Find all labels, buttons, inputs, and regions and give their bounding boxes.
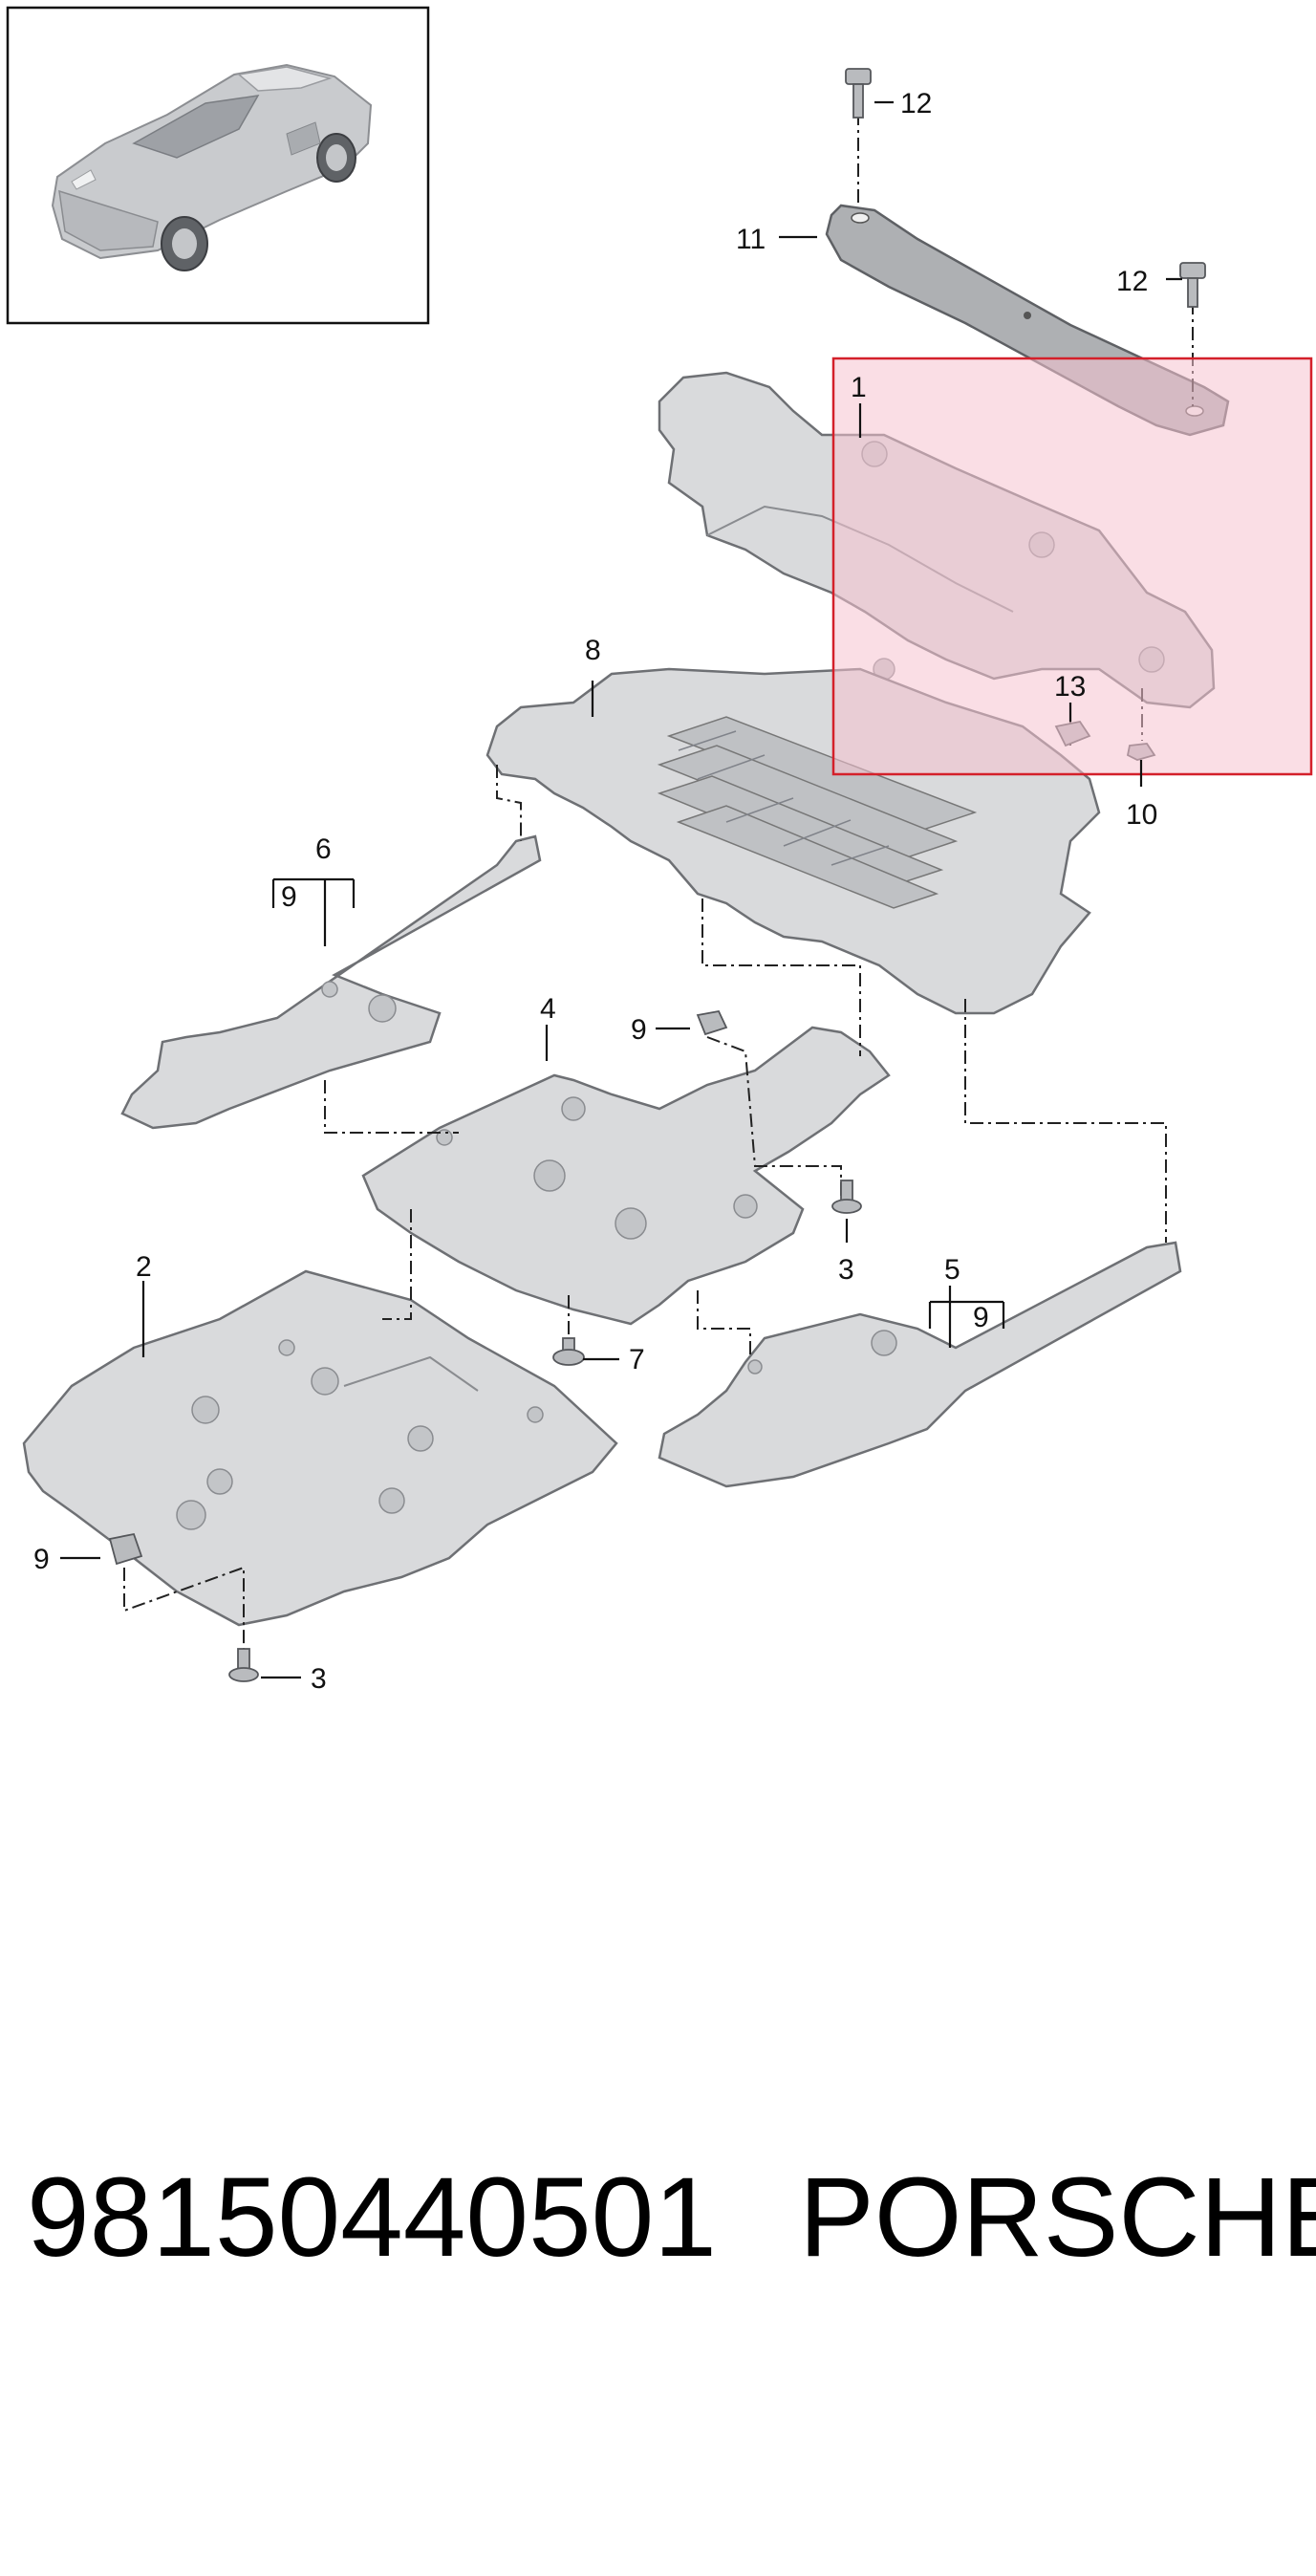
brand-name: PORSCHE [799,2154,1316,2281]
callout-9: 9 [631,1014,647,1046]
leader-lines [60,100,1182,1679]
callout-8: 8 [585,635,601,666]
part-2-front-panel [22,1269,618,1627]
assembly-lines [123,86,1194,1663]
callout-3: 3 [838,1254,854,1286]
footer: 98150440501 PORSCHE [0,2146,1316,2289]
callout-12: 12 [1116,266,1148,297]
callout-9: 9 [33,1544,50,1575]
callout-3: 3 [311,1663,327,1695]
callout-9: 9 [281,881,297,913]
screw-7 [552,1337,585,1366]
callout-12: 12 [900,88,932,119]
callout-1: 1 [851,372,867,403]
callout-11: 11 [736,224,766,255]
callout-4: 4 [540,993,556,1025]
part-number: 98150440501 [27,2154,717,2281]
part-5-right-strip [658,1241,1182,1488]
car-image [51,63,373,271]
vehicle-thumbnail [6,6,430,325]
callout-5: 5 [944,1254,960,1286]
callout-6: 6 [315,833,332,865]
callout-labels: 12 11 12 1 13 10 8 6 9 4 9 3 5 9 7 2 9 3 [33,88,1157,1695]
part-4-center-panel [361,1026,891,1326]
callout-2: 2 [136,1251,152,1283]
clip-9-upper [696,1009,728,1036]
screw-3-mid [831,1180,862,1214]
part-6-left-strip [120,834,542,1130]
bolt-12-right [1179,262,1206,308]
bolt-12-top [845,68,872,119]
callout-9: 9 [973,1302,989,1333]
part-1-highlight [831,357,1313,776]
callout-13: 13 [1054,671,1086,703]
screw-3-lower [228,1648,259,1682]
parts-diagram: 12 11 12 1 13 10 8 6 9 4 9 3 5 9 7 2 9 3 [6,6,1313,1695]
callout-10: 10 [1126,799,1157,831]
clip-9-lower [108,1532,143,1566]
callout-7: 7 [629,1344,645,1375]
